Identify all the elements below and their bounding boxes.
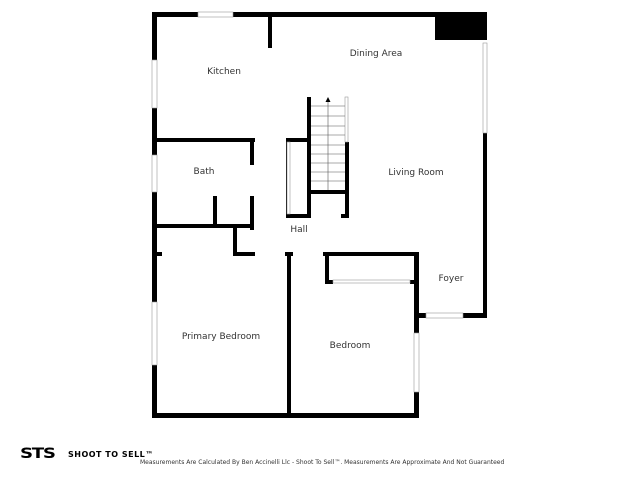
room-label-dining-area: Dining Area — [349, 49, 403, 59]
disclaimer: Measurements Are Calculated By Ben Accin… — [140, 459, 505, 466]
room-label-kitchen: Kitchen — [207, 67, 241, 77]
room-label-hall: Hall — [290, 225, 308, 235]
brand-logo: STS SHOOT TO SELL™ — [20, 446, 154, 462]
walls — [152, 12, 487, 418]
room-label-living-room: Living Room — [388, 168, 444, 178]
logo-mark: STS — [20, 446, 56, 462]
logo-text: SHOOT TO SELL™ — [68, 449, 154, 459]
stair-arrow-icon — [325, 97, 331, 102]
windows — [151, 11, 488, 393]
room-label-bedroom: Bedroom — [329, 341, 371, 351]
chimney-block — [435, 12, 487, 40]
stair-steps — [311, 97, 345, 190]
room-label-foyer: Foyer — [438, 274, 464, 284]
room-label-primary-bedroom: Primary Bedroom — [181, 332, 261, 342]
room-label-bath: Bath — [193, 167, 215, 177]
